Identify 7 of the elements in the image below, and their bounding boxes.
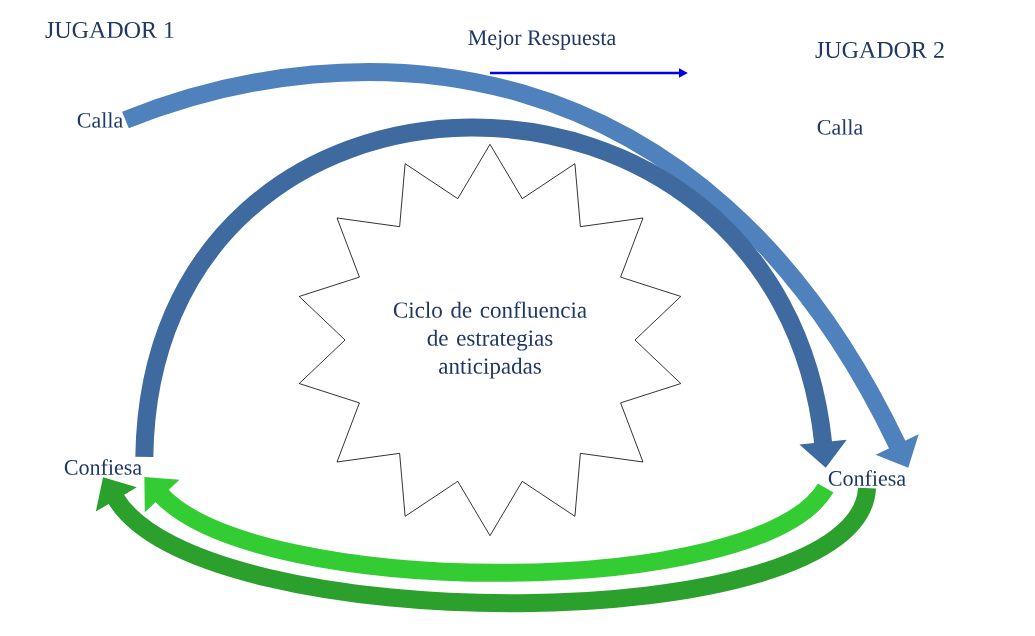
player-heading: JUGADOR 1 bbox=[45, 21, 174, 39]
option-label: Confiesa bbox=[64, 459, 142, 475]
player-heading: JUGADOR 2 bbox=[815, 41, 944, 59]
option-label: Calla bbox=[77, 112, 123, 128]
option-label: Confiesa bbox=[828, 470, 906, 486]
legend-text: Mejor Respuesta bbox=[468, 30, 616, 50]
option-label: Calla bbox=[817, 119, 863, 135]
